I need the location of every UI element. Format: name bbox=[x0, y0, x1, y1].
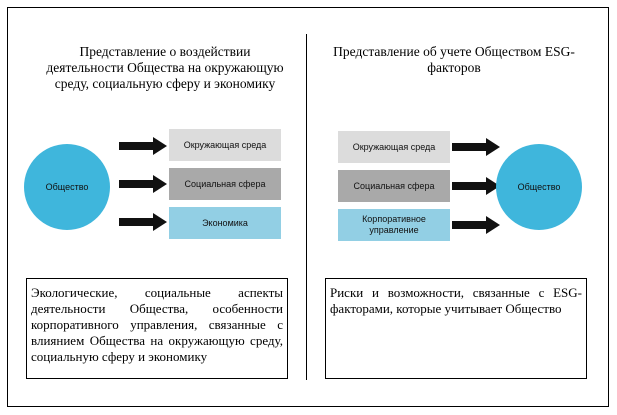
right-box-environment: Окружающая среда bbox=[338, 131, 450, 163]
diagram-frame bbox=[7, 7, 609, 407]
right-arrow-gov bbox=[452, 216, 500, 234]
right-arrow-env bbox=[452, 138, 500, 156]
right-box-governance-label: Корпоративное управление bbox=[362, 214, 426, 235]
right-company-label: Общество bbox=[517, 182, 561, 192]
left-box-environment-label: Окружающая среда bbox=[183, 139, 267, 150]
left-box-social: Социальная сфера bbox=[169, 168, 281, 200]
right-box-social-label: Социальная сфера bbox=[353, 180, 435, 191]
left-description-text: Экологические, социальные аспекты деятел… bbox=[31, 285, 283, 364]
left-box-social-label: Социальная сфера bbox=[184, 178, 266, 189]
left-company-circle: Общество bbox=[24, 144, 110, 230]
left-arrow-soc bbox=[119, 175, 167, 193]
left-company-label: Общество bbox=[45, 182, 89, 192]
right-box-social: Социальная сфера bbox=[338, 170, 450, 202]
right-heading: Представление об учете Обществом ESG-фак… bbox=[333, 44, 575, 75]
right-box-environment-label: Окружающая среда bbox=[352, 141, 436, 152]
right-arrow-soc bbox=[452, 177, 500, 195]
left-description-box: Экологические, социальные аспекты деятел… bbox=[26, 278, 288, 379]
right-description-text: Риски и возможности, связанные с ESG-фак… bbox=[330, 285, 582, 316]
left-box-economy: Экономика bbox=[169, 207, 281, 239]
left-box-economy-label: Экономика bbox=[202, 217, 248, 228]
right-company-circle: Общество bbox=[496, 144, 582, 230]
right-box-governance: Корпоративное управление bbox=[338, 209, 450, 241]
right-description-box: Риски и возможности, связанные с ESG-фак… bbox=[325, 278, 587, 379]
left-arrow-eco bbox=[119, 213, 167, 231]
left-heading: Представление о воздействии деятельности… bbox=[46, 44, 284, 91]
center-divider bbox=[306, 34, 307, 380]
left-arrow-env bbox=[119, 137, 167, 155]
left-box-environment: Окружающая среда bbox=[169, 129, 281, 161]
